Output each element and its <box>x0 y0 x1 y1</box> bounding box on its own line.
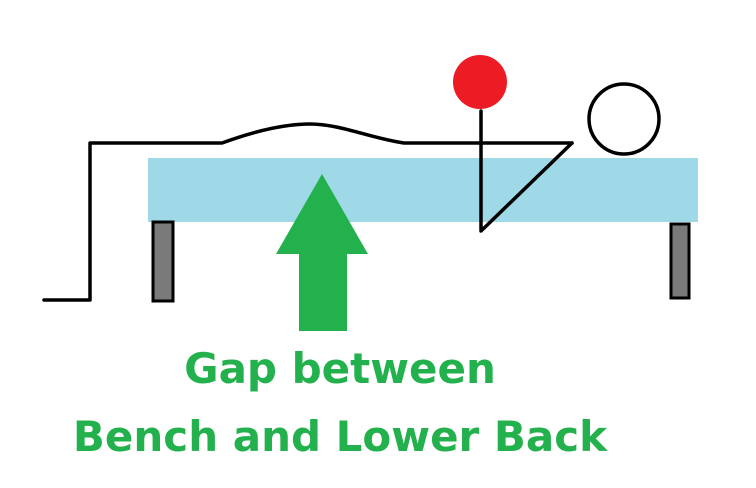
arrow-up-icon <box>276 174 368 331</box>
lifter-head <box>587 82 661 156</box>
lifter-body-line <box>42 122 574 302</box>
bench <box>148 158 698 303</box>
bench-leg-left <box>151 220 175 303</box>
lifter-arm <box>479 109 574 233</box>
lifter-figure <box>42 82 661 302</box>
caption-line-1: Gap between <box>184 344 496 393</box>
bench-leg-right <box>669 222 691 300</box>
bench-pad <box>148 158 698 222</box>
caption-line-2: Bench and Lower Back <box>72 412 608 461</box>
barbell-weight <box>453 55 507 109</box>
